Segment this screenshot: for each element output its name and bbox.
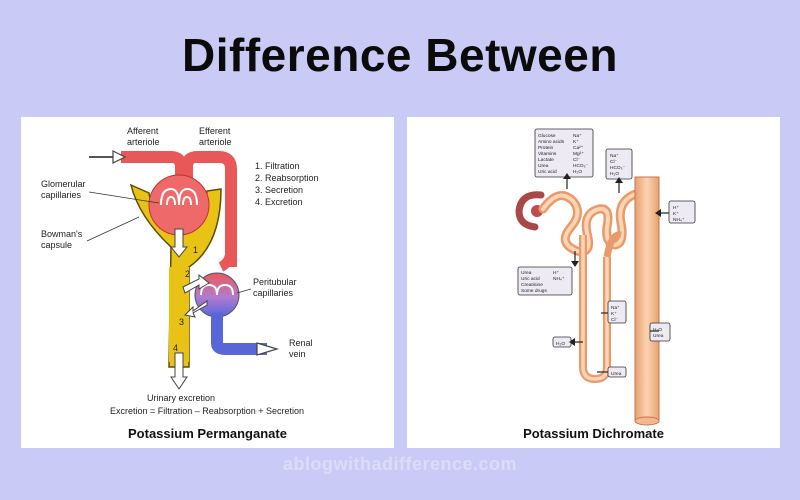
- reabsorption-arrow: [182, 273, 210, 294]
- secretion-arrow: [183, 300, 208, 318]
- bowmans-pointer: [86, 216, 140, 242]
- inflow-arrow-head: [112, 150, 127, 164]
- water-label-left: H₂O: [556, 341, 565, 347]
- secreted-substance: H⁺: [553, 270, 559, 276]
- loop-ions-box: [607, 300, 627, 324]
- renal-vein-label: Renal: [289, 338, 313, 348]
- reabsorbed-item: Protein: [538, 145, 554, 151]
- loop-ion: Cl⁻: [611, 317, 619, 323]
- duct-output: Urea: [653, 333, 664, 339]
- afferent-arteriole: [121, 151, 237, 267]
- duct-output-box: [649, 322, 671, 342]
- renal-vein: [211, 313, 267, 355]
- step-number-2: 2: [185, 269, 190, 279]
- step-reabsorption: 2. Reabsorption: [255, 173, 319, 183]
- afferent-label-2: arteriole: [127, 137, 160, 147]
- step-number-3: 3: [179, 317, 184, 327]
- reabsorbed-item: Lactate: [538, 157, 554, 163]
- left-diagram-panel: 1 2 3 4 Afferent arteriole Efferent arte…: [21, 117, 394, 448]
- urinary-excretion-label: Urinary excretion: [147, 393, 215, 403]
- efferent-label: Efferent: [199, 126, 231, 136]
- step-excretion: 4. Excretion: [255, 197, 303, 207]
- afferent-label: Afferent: [127, 126, 159, 136]
- collecting-duct: [634, 176, 660, 422]
- reabsorbed-ion: Mg²⁺: [573, 151, 584, 157]
- secretion-arrow-mid-head: [571, 261, 579, 267]
- secreted-ion: NH₄⁺: [673, 217, 685, 223]
- step-number-4: 4: [173, 343, 178, 353]
- peritubular-label: Peritubular: [253, 277, 297, 287]
- peritubular-label-2: capillaries: [253, 288, 294, 298]
- capsule-cup: [515, 191, 545, 231]
- distal-ion: HCO₃⁻: [610, 165, 626, 171]
- secreted-substance: Some drugs: [521, 288, 547, 294]
- step-filtration: 1. Filtration: [255, 161, 300, 171]
- urea-label-bottom: Urea: [611, 371, 622, 377]
- step-secretion: 3. Secretion: [255, 185, 303, 195]
- loop-of-henle: [579, 235, 611, 384]
- reabsorbed-item: Uric acid: [538, 169, 557, 175]
- step-number-1: 1: [193, 245, 198, 255]
- reabsorbed-substances-box: [534, 128, 594, 178]
- filtration-arrow: [169, 228, 189, 258]
- distal-ion: H₂O: [610, 171, 619, 177]
- bowmans-label-2: capsule: [41, 240, 72, 250]
- page-title: Difference Between: [182, 29, 618, 81]
- reabsorbed-ion: HCO₃⁻: [573, 163, 589, 169]
- bowmans-label: Bowman's: [41, 229, 83, 239]
- reabsorbed-item: Vitamins: [538, 151, 557, 157]
- loop-ion: Na⁺: [611, 305, 620, 311]
- efferent-arteriole: [218, 167, 236, 272]
- nephron-transport-diagram: Glucose Amino acids Protein Vitamins Lac…: [515, 128, 696, 426]
- reabsorbed-item: Urea: [538, 163, 549, 169]
- reabsorbed-item: Glucose: [538, 133, 556, 139]
- glomerular-pointer: [88, 191, 160, 204]
- distal-tubule: [603, 231, 622, 258]
- secretion-arrow-right-head: [655, 209, 661, 217]
- nephron-process-diagram: 1 2 3 4 Afferent arteriole Efferent arte…: [41, 126, 319, 416]
- secreted-ions-box: [668, 200, 696, 224]
- secreted-ion: K⁺: [673, 211, 679, 217]
- renal-vein-arrow: [256, 342, 280, 356]
- secreted-ion: H⁺: [673, 205, 679, 211]
- right-caption: Potassium Dichromate: [523, 426, 664, 441]
- watermark: ablogwithadifference.com: [282, 454, 518, 474]
- secreted-substance: NH₄⁺: [553, 276, 565, 282]
- secreted-substance: Creatinine: [521, 282, 543, 288]
- left-caption: Potassium Permanganate: [128, 426, 287, 441]
- glomerular-loops: [160, 187, 198, 206]
- reabsorbed-ion: H₂O: [573, 169, 582, 175]
- glomerular-label: Glomerular: [41, 179, 86, 189]
- duct-output: H₂O: [653, 327, 662, 333]
- water-arrow-left-head: [569, 338, 575, 346]
- excretion-arrow: [170, 352, 188, 390]
- reabsorbed-item: Amino acids: [538, 139, 565, 145]
- reabsorbed-ion: K⁺: [573, 139, 579, 145]
- secreted-substance: Uric acid: [521, 276, 540, 282]
- collecting-duct-opening: [634, 416, 660, 426]
- secreted-substances-box: [517, 266, 573, 296]
- reabsorbed-ion: Ca²⁺: [573, 145, 584, 151]
- distal-ion: Na⁺: [610, 153, 619, 159]
- proximal-tubule: [538, 189, 652, 257]
- reabsorbed-ion: Cl⁻: [573, 157, 581, 163]
- loop-ion: K⁺: [611, 311, 617, 317]
- excretion-equation: Excretion = Filtration – Reabsorption + …: [110, 406, 304, 416]
- glomerular-label-2: capillaries: [41, 190, 82, 200]
- renal-vein-label-2: vein: [289, 349, 306, 359]
- efferent-label-2: arteriole: [199, 137, 232, 147]
- peritubular-pointer: [236, 288, 252, 294]
- right-diagram-panel: Glucose Amino acids Protein Vitamins Lac…: [407, 117, 780, 448]
- reabsorption-arrow-top-head: [563, 173, 571, 179]
- secreted-substance: Urea: [521, 270, 532, 276]
- distal-ion: Cl⁻: [610, 159, 618, 165]
- distal-arrow-head: [615, 177, 623, 183]
- proximal-tubule-inner: [541, 191, 649, 254]
- reabsorbed-ion: Na⁺: [573, 133, 582, 139]
